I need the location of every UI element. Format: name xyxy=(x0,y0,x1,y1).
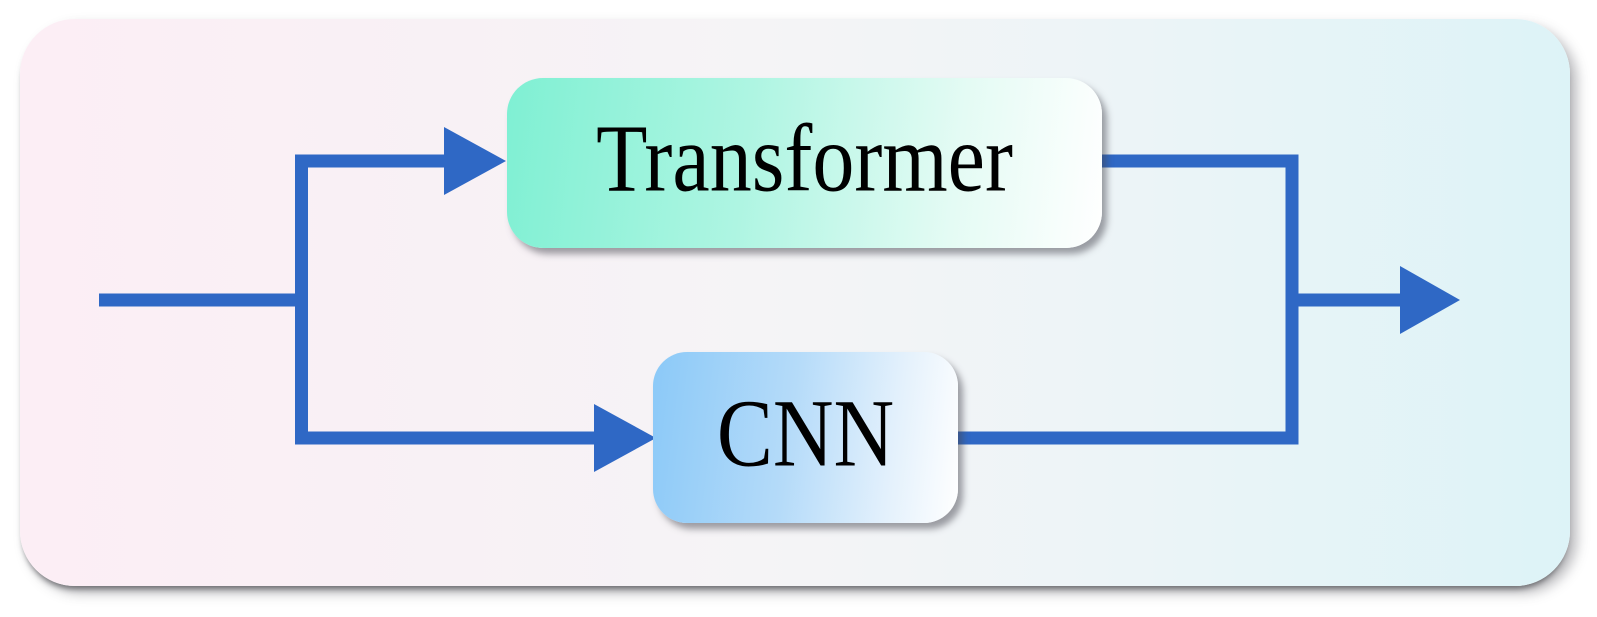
split-branch-line xyxy=(295,154,594,445)
cnn-label: CNN xyxy=(716,380,895,487)
arrowhead-into-transformer-icon xyxy=(444,127,506,195)
node-cnn: CNN xyxy=(653,352,958,523)
output-arrowhead-icon xyxy=(1400,266,1460,334)
transformer-label: Transformer xyxy=(596,105,1013,213)
node-transformer: Transformer xyxy=(507,78,1102,248)
arrowhead-into-cnn-icon xyxy=(594,404,656,472)
